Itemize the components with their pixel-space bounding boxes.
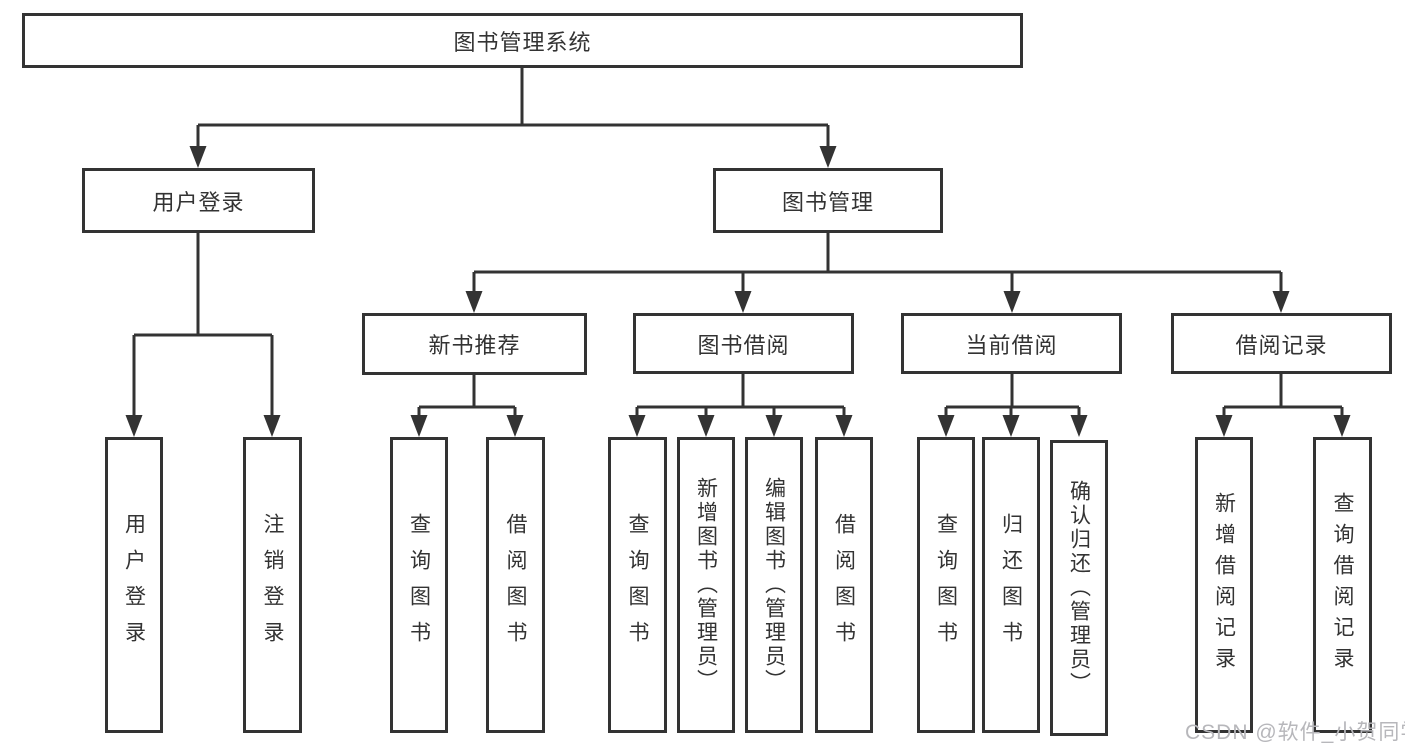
- node-label: 确认归还（管理员）: [1067, 480, 1091, 696]
- node-leaf-edit-books-admin: 编辑图书（管理员）: [745, 437, 803, 733]
- node-label: 用户登录: [152, 189, 245, 215]
- node-leaf-user-login: 用户登录: [105, 437, 163, 733]
- node-label: 新书推荐: [428, 333, 521, 358]
- node-leaf-add-borrow-record: 新增借阅记录: [1195, 437, 1253, 733]
- node-leaf-add-books-admin: 新增图书（管理员）: [677, 437, 735, 733]
- node-label: 当前借阅: [965, 332, 1058, 358]
- tree-edges: [132, 68, 1344, 418]
- node-leaf-return-books: 归还图书: [982, 437, 1040, 733]
- node-label: 图书管理系统: [453, 29, 592, 55]
- node-label: 查询图书: [626, 513, 649, 657]
- arrowheads: [125, 146, 1351, 437]
- node-label: 编辑图书（管理员）: [762, 477, 786, 693]
- node-leaf-query-books-3: 查询图书: [917, 437, 975, 733]
- node-current-borrowing: 当前借阅: [901, 313, 1122, 374]
- node-borrow-records: 借阅记录: [1171, 313, 1392, 374]
- node-user-login: 用户登录: [82, 168, 315, 233]
- node-label: 新增借阅记录: [1212, 492, 1236, 678]
- node-label: 借阅记录: [1235, 332, 1328, 358]
- node-label: 借阅图书: [504, 513, 527, 657]
- node-leaf-logout: 注销登录: [243, 437, 302, 733]
- node-leaf-query-books-1: 查询图书: [390, 437, 448, 733]
- node-label: 查询图书: [934, 513, 958, 657]
- node-new-book-recommend: 新书推荐: [362, 313, 587, 375]
- node-label: 归还图书: [999, 513, 1023, 657]
- node-leaf-query-books-2: 查询图书: [608, 437, 667, 733]
- node-leaf-borrow-books-2: 借阅图书: [815, 437, 873, 733]
- node-label: 借阅图书: [832, 513, 856, 657]
- node-label: 用户登录: [122, 513, 146, 657]
- node-leaf-borrow-books-1: 借阅图书: [486, 437, 545, 733]
- node-label: 新增图书（管理员）: [694, 477, 718, 693]
- node-leaf-confirm-return-admin: 确认归还（管理员）: [1050, 440, 1108, 736]
- csdn-watermark: CSDN @软件_小贺同学: [1185, 721, 1405, 744]
- node-book-borrowing: 图书借阅: [633, 313, 854, 374]
- node-leaf-query-borrow-record: 查询借阅记录: [1313, 437, 1372, 733]
- node-label: 查询图书: [407, 513, 431, 657]
- node-label: 图书借阅: [697, 332, 790, 358]
- node-book-management: 图书管理: [713, 168, 943, 233]
- node-library-management-system: 图书管理系统: [22, 13, 1023, 68]
- node-label: 注销登录: [261, 513, 284, 657]
- node-label: 查询借阅记录: [1331, 492, 1354, 678]
- node-label: 图书管理: [781, 189, 874, 215]
